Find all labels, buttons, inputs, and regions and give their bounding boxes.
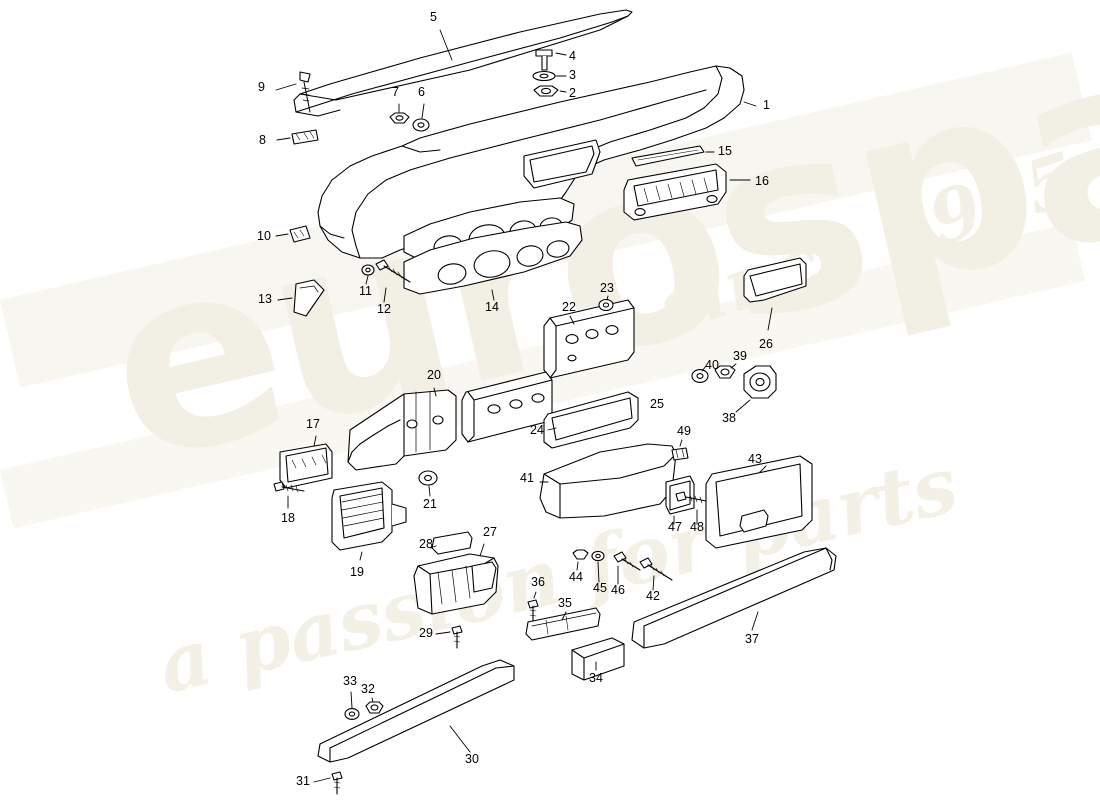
callout-10: 10 xyxy=(257,229,271,243)
part-45-washer xyxy=(591,550,605,562)
callout-11: 11 xyxy=(359,284,372,298)
callout-48: 48 xyxy=(690,520,704,534)
callout-14: 14 xyxy=(485,300,499,314)
callout-5: 5 xyxy=(430,10,437,24)
part-37-lower-trim-right xyxy=(631,547,837,649)
callout-46: 46 xyxy=(611,583,625,597)
part-26-side-trim xyxy=(743,257,807,303)
callout-3: 3 xyxy=(569,68,576,82)
part-27-ashtray xyxy=(413,553,499,615)
callout-9: 9 xyxy=(258,80,265,94)
callout-33: 33 xyxy=(343,674,357,688)
part-16-centre-unit xyxy=(623,163,727,221)
part-13-end-cap xyxy=(293,279,325,317)
part-20-bracket xyxy=(347,389,457,471)
part-42-screw xyxy=(639,557,673,581)
part-23-washer xyxy=(598,298,614,312)
callout-25: 25 xyxy=(650,397,664,411)
part-8-clip xyxy=(291,129,319,145)
callout-32: 32 xyxy=(361,682,375,696)
part-35-rail xyxy=(525,607,601,641)
callout-23: 23 xyxy=(600,281,614,295)
callout-43: 43 xyxy=(748,452,762,466)
part-41-glovebox-liner xyxy=(539,443,677,519)
part-36-screw xyxy=(527,599,539,625)
callout-20: 20 xyxy=(427,368,441,382)
callout-38: 38 xyxy=(722,411,736,425)
part-2-nut xyxy=(533,85,559,97)
callout-2: 2 xyxy=(569,86,576,100)
callout-22: 22 xyxy=(562,300,576,314)
part-32-nut xyxy=(365,701,384,714)
callout-36: 36 xyxy=(531,575,545,589)
callout-19: 19 xyxy=(350,565,364,579)
callout-37: 37 xyxy=(745,632,759,646)
callout-47: 47 xyxy=(668,520,682,534)
part-11-washer xyxy=(361,264,375,276)
part-46-screw xyxy=(613,551,641,571)
part-44-nut xyxy=(572,549,589,560)
part-4-screw xyxy=(535,49,553,71)
callout-8: 8 xyxy=(259,133,266,147)
callout-28: 28 xyxy=(419,537,433,551)
callout-24: 24 xyxy=(530,423,544,437)
callout-17: 17 xyxy=(306,417,320,431)
callout-6: 6 xyxy=(418,85,425,99)
callout-18: 18 xyxy=(281,511,295,525)
callout-21: 21 xyxy=(423,497,437,511)
callout-42: 42 xyxy=(646,589,660,603)
callout-49: 49 xyxy=(677,424,691,438)
part-17-bracket xyxy=(279,443,333,489)
part-29-screw xyxy=(451,625,463,649)
callout-29: 29 xyxy=(419,626,433,640)
part-38-knob xyxy=(743,365,777,399)
part-21-grommet xyxy=(418,470,438,486)
part-22-switch-panel xyxy=(543,299,635,379)
callout-40: 40 xyxy=(705,358,719,372)
callout-16: 16 xyxy=(755,174,769,188)
part-30-lower-trim-left xyxy=(317,659,515,763)
callout-31: 31 xyxy=(296,774,310,788)
part-31-screw xyxy=(331,771,343,795)
callout-26: 26 xyxy=(759,337,773,351)
callout-44: 44 xyxy=(569,570,583,584)
callout-30: 30 xyxy=(465,752,479,766)
part-10-bracket xyxy=(289,225,311,243)
callout-7: 7 xyxy=(392,85,399,99)
part-34-end-cap xyxy=(571,637,625,681)
callout-41: 41 xyxy=(520,471,534,485)
part-6-washer xyxy=(412,118,430,132)
callout-1: 1 xyxy=(763,98,770,112)
part-3-washer xyxy=(532,70,556,82)
callout-35: 35 xyxy=(558,596,572,610)
part-28-lid xyxy=(431,531,473,555)
part-49-clip xyxy=(671,447,689,461)
callout-12: 12 xyxy=(377,302,391,316)
callout-34: 34 xyxy=(589,671,603,685)
callout-39: 39 xyxy=(733,349,747,363)
callout-15: 15 xyxy=(718,144,732,158)
part-24-glovebox-lid xyxy=(543,391,639,449)
callout-4: 4 xyxy=(569,49,576,63)
callout-45: 45 xyxy=(593,581,607,595)
callout-13: 13 xyxy=(258,292,272,306)
part-43-glovebox-door xyxy=(705,455,813,549)
part-19-air-vent xyxy=(331,481,407,551)
part-7-nut xyxy=(389,112,410,124)
callout-27: 27 xyxy=(483,525,497,539)
part-33-washer xyxy=(344,708,360,720)
